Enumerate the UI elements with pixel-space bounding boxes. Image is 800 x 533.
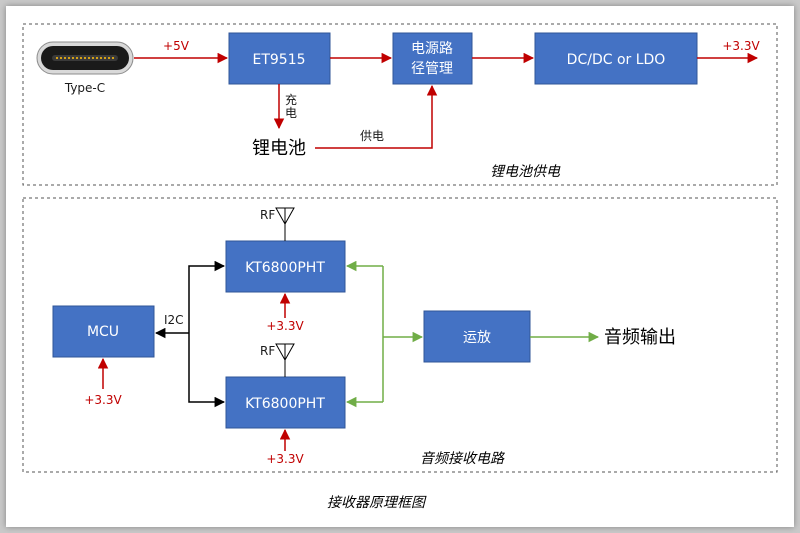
mcu-block [52,305,155,358]
antenna-1-icon [275,207,295,241]
power-section-frame [22,23,778,186]
mcu-power-label: +3.3V [84,393,122,407]
wire-i2c-to-rx1 [188,260,226,333]
supply-label: 供电 [360,129,384,143]
power-section-caption: 锂电池供电 [490,164,561,180]
wire-i2c-to-rx2 [188,333,226,408]
antenna-2-icon [275,343,295,377]
usb-type-c-connector-icon [36,41,134,75]
power-path-label-2: 径管理 [411,61,453,77]
i2c-label: I2C [164,313,184,327]
receiver-2-label: KT6800PHT [245,396,325,412]
v5-label: +5V [163,39,190,53]
receiver-1-label: KT6800PHT [245,260,325,276]
amplifier-block [423,310,531,363]
receiver-2-block [225,376,346,429]
rx1-power-label: +3.3V [266,319,304,333]
wire-battery-supply [315,84,438,149]
rf-1-label: RF [260,208,275,222]
output-3v3-label: +3.3V [722,39,760,53]
figure-caption: 接收器原理框图 [327,495,427,511]
audio-section-caption: 音频接收电路 [420,451,505,467]
amplifier-label: 运放 [463,330,491,346]
charger-chip-label: ET9515 [252,52,305,68]
regulator-label: DC/DC or LDO [567,52,666,68]
regulator-block [534,32,698,85]
power-path-label-1: 电源路 [411,41,453,57]
diagram-canvas: Type-C +5V ET9515 电源路 径管理 DC/DC or LDO +… [6,6,794,527]
rf-2-label: RF [260,344,275,358]
audio-section-frame [22,197,778,473]
charge-label-2: 电 [285,106,297,120]
audio-output-label: 音频输出 [604,327,676,348]
type-c-label: Type-C [64,81,105,95]
battery-label: 锂电池 [252,138,306,159]
rx2-power-label: +3.3V [266,452,304,466]
charge-label-1: 充 [285,92,297,107]
power-path-block [392,32,473,85]
mcu-label: MCU [87,324,119,340]
